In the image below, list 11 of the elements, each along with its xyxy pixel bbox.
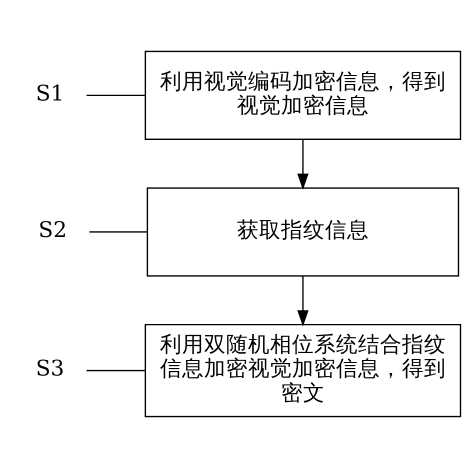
connector — [86, 94, 146, 96]
node-box: 利用双随机相位系统结合指纹信息加密视觉加密信息，得到密文 — [144, 324, 462, 418]
node-box: 利用视觉编码加密信息，得到视觉加密信息 — [144, 50, 462, 140]
arrow — [297, 139, 309, 190]
connector — [89, 231, 148, 233]
connector — [86, 370, 146, 372]
node-text: S1 — [36, 82, 64, 107]
arrow — [297, 276, 309, 326]
node-box: 获取指纹信息 — [146, 187, 460, 277]
node-text: S3 — [36, 356, 64, 382]
node-text: S2 — [38, 218, 68, 244]
